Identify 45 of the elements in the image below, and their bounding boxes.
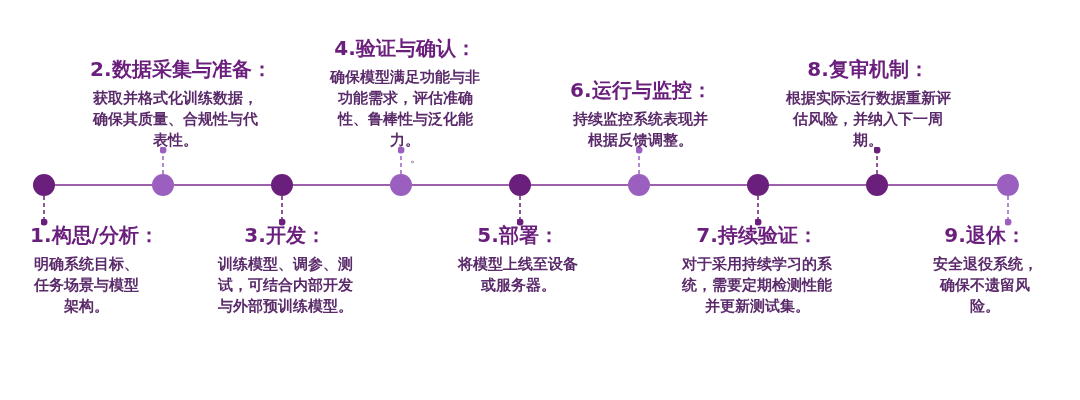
leader-line xyxy=(1004,195,1012,226)
step-description: 获取并格式化训练数据，确保其质量、合规性与代表性。 xyxy=(91,88,259,150)
timeline-dot xyxy=(390,174,412,196)
step-heading: 4.验证与确认： xyxy=(334,35,476,62)
timeline-line xyxy=(649,184,748,186)
timeline-dot xyxy=(628,174,650,196)
leader-line xyxy=(635,146,643,175)
leader-line xyxy=(873,146,881,175)
leader-line xyxy=(278,195,286,226)
step-heading: 7.持续验证： xyxy=(696,222,818,249)
step-description: 明确系统目标、任务场景与模型架构。 xyxy=(32,254,140,316)
step-heading: 6.运行与监控： xyxy=(570,77,712,104)
step-description: 根据实际运行数据重新评估风险，并纳入下一周期。 xyxy=(784,88,952,150)
timeline-line xyxy=(54,184,153,186)
timeline-line xyxy=(887,184,998,186)
stray-mark: 。 xyxy=(410,150,422,167)
step-description: 将模型上线至设备或服务器。 xyxy=(456,254,579,295)
timeline-dot xyxy=(33,174,55,196)
leader-line xyxy=(40,195,48,226)
step-heading: 9.退休： xyxy=(944,222,1026,249)
timeline-dot xyxy=(509,174,531,196)
timeline-line xyxy=(530,184,629,186)
step-description: 持续监控系统表现并根据反馈调整。 xyxy=(571,109,709,150)
timeline-dot xyxy=(152,174,174,196)
step-heading: 5.部署： xyxy=(477,222,559,249)
leader-line xyxy=(516,195,524,226)
timeline-line xyxy=(173,184,272,186)
step-heading: 3.开发： xyxy=(244,222,326,249)
step-description: 训练模型、调参、测试，可结合内部开发与外部预训练模型。 xyxy=(216,254,354,316)
leader-line xyxy=(754,195,762,226)
leader-line xyxy=(397,146,405,175)
timeline-line xyxy=(768,184,867,186)
step-heading: 1.构思/分析： xyxy=(30,222,159,249)
step-description: 确保模型满足功能与非功能需求，评估准确性、鲁棒性与泛化能力。 xyxy=(328,67,481,150)
timeline-dot xyxy=(271,174,293,196)
leader-line xyxy=(159,146,167,175)
step-description: 安全退役系统，确保不遗留风险。 xyxy=(931,254,1039,316)
timeline-dot xyxy=(747,174,769,196)
timeline-dot xyxy=(866,174,888,196)
timeline-dot xyxy=(997,174,1019,196)
timeline-line xyxy=(292,184,391,186)
step-heading: 8.复审机制： xyxy=(807,56,929,83)
step-description: 对于采用持续学习的系统，需要定期检测性能并更新测试集。 xyxy=(681,254,833,316)
timeline-line xyxy=(411,184,510,186)
step-heading: 2.数据采集与准备： xyxy=(90,56,272,83)
